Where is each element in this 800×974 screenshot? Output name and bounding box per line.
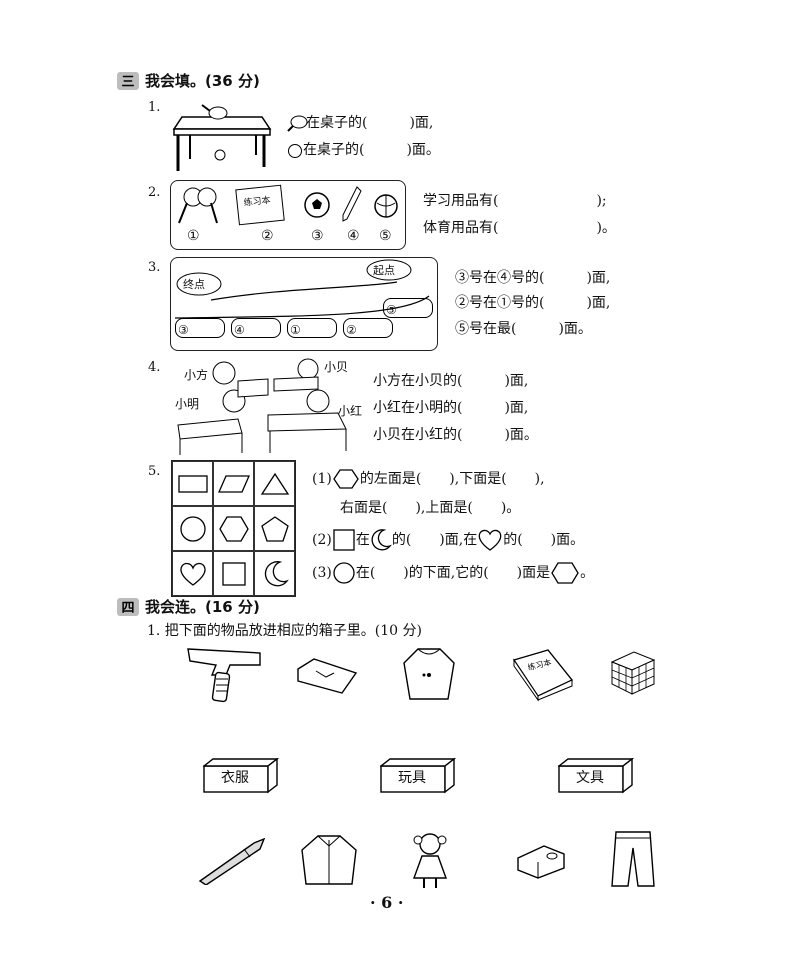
jacket-icon: [301, 835, 357, 885]
q4-line3: 小贝在小红的( )面。: [373, 427, 538, 443]
pencil-icon: [342, 186, 362, 222]
q2-items-box: 练习本 ① ② ③ ④ ⑤: [170, 180, 406, 250]
sweater-icon: [403, 648, 455, 700]
race-car-icon: ③: [175, 318, 225, 338]
race-car-icon: ②: [343, 318, 393, 338]
box-label: 玩具: [398, 770, 426, 786]
shape-grid: [171, 460, 296, 597]
name-xiaobei: 小贝: [324, 360, 349, 374]
section-badge: 四: [117, 597, 139, 616]
q3-line1: ③号在④号的( )面,: [455, 270, 611, 286]
doll-icon: [413, 833, 447, 888]
end-label: 终点: [183, 278, 205, 291]
exercise-book-icon: 练习本: [512, 649, 574, 702]
q2-line1: 学习用品有( );: [423, 193, 607, 209]
q1-line1: 在桌子的( )面,: [306, 115, 434, 131]
parallelogram-cell: [213, 461, 254, 506]
q3-line2: ②号在①号的( )面,: [455, 295, 611, 311]
question-number: 3.: [148, 260, 161, 275]
classroom-illustration: [177, 358, 347, 455]
page-number: · 6 ·: [370, 893, 404, 912]
name-xiaohong: 小红: [338, 404, 363, 418]
hexagon-icon: [551, 562, 579, 584]
stationery-box[interactable]: 文具: [558, 758, 634, 794]
q5-line2: 右面是( ),上面是( )。: [340, 500, 521, 516]
q1-line2: 在桌子的( )面。: [303, 142, 440, 158]
moon-icon: [371, 529, 392, 551]
beach-ball-icon: [374, 194, 398, 218]
box-label: 衣服: [221, 770, 249, 786]
circle-cell: [172, 506, 213, 551]
q2-line2: 体育用品有( )。: [423, 220, 616, 236]
race-car-icon: ①: [287, 318, 337, 338]
q5-line3: (2) 在 的( )面,在 的( )面。: [312, 528, 584, 552]
connect-instruction: 1. 把下面的物品放进相应的箱子里。(10 分): [147, 623, 422, 639]
q5-line4: (3) 在( )的下面,它的( )面是 。: [312, 561, 594, 585]
name-xiaofang: 小方: [184, 368, 209, 382]
heart-icon: [478, 529, 502, 551]
q4-line2: 小红在小明的( )面,: [373, 400, 529, 416]
pentagon-cell: [254, 506, 295, 551]
box-label: 文具: [576, 770, 604, 786]
hexagon-icon: [333, 469, 359, 489]
exercise-book-icon: 练习本: [235, 184, 285, 226]
q3-race-box: 终点 起点 ③ ④ ① ② ⑤: [170, 257, 438, 351]
race-track: [174, 259, 430, 319]
section-badge: 三: [117, 71, 139, 90]
pen-icon: [198, 837, 266, 885]
section-4-header: 四 我会连。(16 分): [117, 596, 260, 617]
triangle-cell: [254, 461, 295, 506]
rectangle-cell: [172, 461, 213, 506]
hexagon-cell: [213, 506, 254, 551]
race-car-icon: ④: [231, 318, 281, 338]
race-car-icon: ⑤: [383, 298, 433, 318]
soccer-ball-icon: [304, 192, 330, 218]
question-number: 4.: [148, 360, 161, 375]
question-number: 5.: [148, 464, 161, 479]
circle-icon: [333, 562, 355, 584]
question-number: 2.: [148, 185, 161, 200]
toys-box[interactable]: 玩具: [380, 758, 456, 794]
section-title: 我会连。(16 分): [145, 598, 260, 616]
square-cell: [213, 551, 254, 596]
square-icon: [333, 529, 355, 551]
section-title: 我会填。(36 分): [145, 72, 260, 90]
toy-gun-icon: [187, 648, 261, 703]
start-label: 起点: [373, 264, 395, 277]
name-xiaoming: 小明: [175, 397, 200, 411]
heart-cell: [172, 551, 213, 596]
moon-cell: [254, 551, 295, 596]
q4-line1: 小方在小贝的( )面,: [373, 373, 529, 389]
table-illustration: [172, 104, 272, 171]
section-3-header: 三 我会填。(36 分): [117, 70, 260, 91]
q3-line3: ⑤号在最( )面。: [455, 321, 592, 337]
trousers-icon: [611, 831, 655, 887]
ball-icon: [288, 144, 302, 158]
question-number: 1.: [148, 100, 161, 115]
rubiks-cube-icon: [610, 651, 656, 695]
paddle-icon: [287, 115, 308, 132]
pencil-sharpener-icon: [517, 845, 565, 879]
eraser-icon: [297, 658, 358, 694]
clothes-box[interactable]: 衣服: [203, 758, 279, 794]
q5-line1: (1) 的左面是( ),下面是( ),: [312, 468, 545, 490]
badminton-rackets-icon: [178, 187, 218, 224]
